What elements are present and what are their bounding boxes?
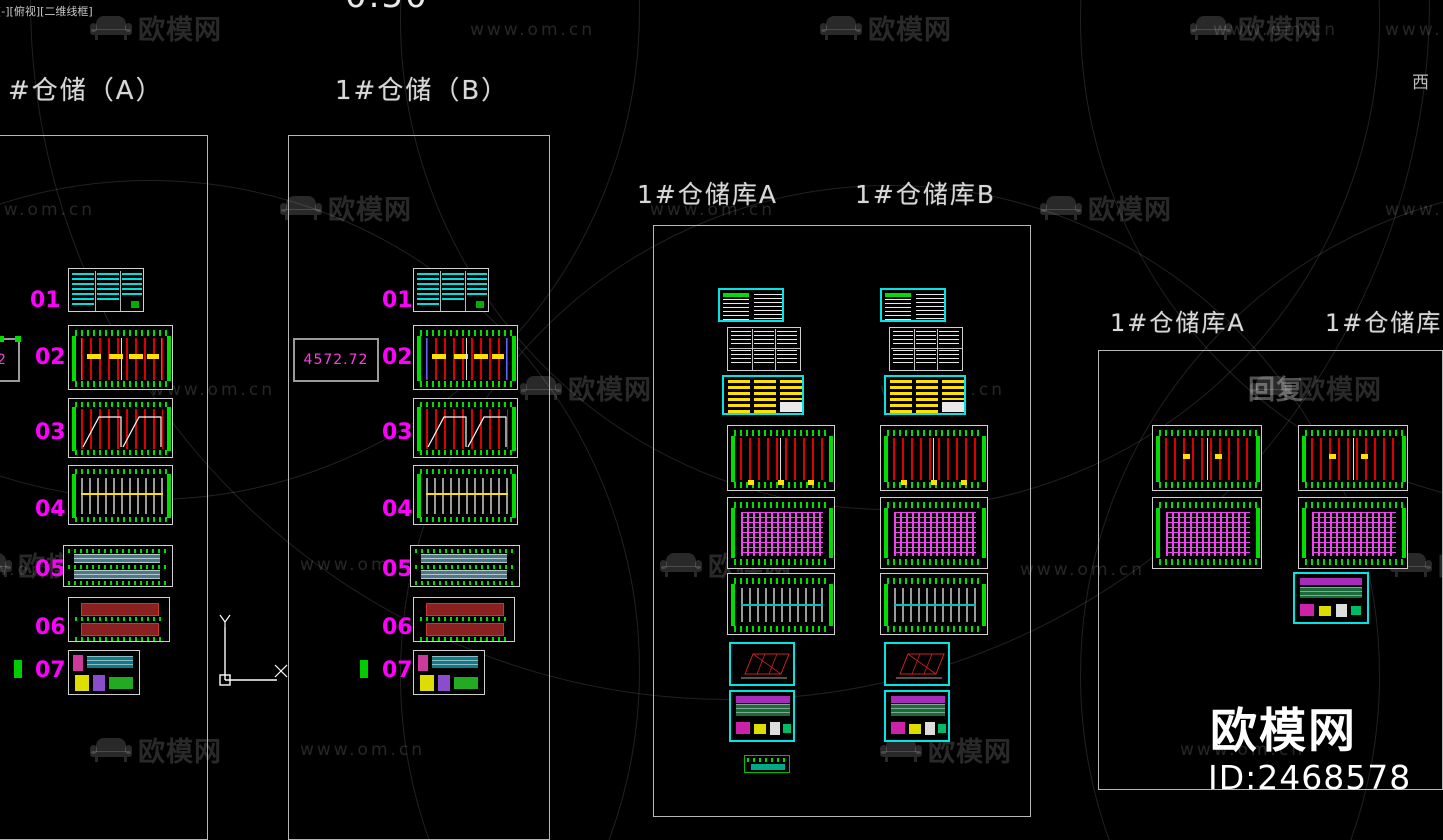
drawing-sheet[interactable]	[413, 268, 489, 312]
drawing-sheet[interactable]	[729, 690, 795, 742]
title-warehouse-b-center: 1#仓储库B	[855, 180, 997, 209]
index-number: 04	[382, 497, 413, 522]
index-number: 06	[35, 615, 66, 640]
drawing-sheet[interactable]	[1152, 425, 1262, 491]
sofa-icon	[90, 15, 132, 40]
drawing-sheet[interactable]	[880, 573, 988, 635]
drawing-sheet[interactable]	[880, 425, 988, 491]
viewport-frame-center[interactable]	[653, 225, 1031, 817]
drawing-sheet[interactable]	[68, 650, 140, 695]
index-number: 07	[382, 658, 413, 683]
section-outline-icon	[427, 416, 507, 448]
title-warehouse-b-right: 1#仓储库	[1325, 309, 1443, 337]
drawing-sheet[interactable]	[889, 327, 963, 371]
watermark-logo: 欧模网	[90, 8, 222, 47]
watermark-text: 欧模网	[1088, 195, 1172, 226]
drawing-marker	[14, 660, 22, 678]
drawing-sheet[interactable]	[68, 268, 144, 312]
index-number: 03	[35, 420, 66, 445]
title-warehouse-a-right: 1#仓储库A	[1110, 309, 1246, 337]
drawing-sheet[interactable]	[884, 375, 966, 415]
ucs-icon	[219, 614, 288, 686]
drawing-sheet[interactable]	[884, 690, 950, 742]
drawing-sheet[interactable]	[1298, 497, 1408, 569]
drawing-sheet[interactable]	[68, 325, 173, 390]
watermark-url: www.om.cn	[470, 20, 596, 40]
drawing-sheet[interactable]	[68, 597, 170, 642]
compass-west-label: 西	[1412, 73, 1429, 93]
drawing-sheet[interactable]	[413, 650, 485, 695]
drawing-sheet[interactable]	[1152, 497, 1262, 569]
coordinate-readout: 0.50	[345, 0, 429, 16]
drawing-sheet[interactable]	[413, 398, 518, 458]
drawing-sheet[interactable]	[68, 398, 173, 458]
brand-name: 欧模网	[1210, 704, 1357, 759]
title-warehouse-a-left: #仓储（A）	[8, 76, 164, 106]
roof-frame-icon	[741, 653, 790, 679]
drawing-sheet[interactable]	[727, 425, 835, 491]
index-number: 05	[382, 557, 413, 582]
drawing-sheet[interactable]	[413, 325, 518, 390]
grip-marker	[0, 336, 4, 342]
index-number: 07	[35, 658, 66, 683]
roof-frame-icon	[896, 653, 945, 679]
drawing-sheet[interactable]	[718, 288, 784, 322]
drawing-sheet[interactable]	[880, 288, 946, 322]
index-number: 01	[382, 288, 413, 313]
drawing-sheet[interactable]	[884, 642, 950, 686]
drawing-sheet[interactable]	[413, 597, 515, 642]
index-number: 03	[382, 420, 413, 445]
watermark-logo: 欧模网	[1190, 8, 1322, 47]
sofa-icon	[1040, 195, 1082, 220]
index-number: 01	[30, 288, 61, 313]
watermark-text: 欧模网	[138, 15, 222, 46]
drawing-sheet[interactable]	[729, 642, 795, 686]
viewport-label[interactable]: [-][俯视][二维线框]	[0, 5, 93, 18]
drawing-sheet[interactable]	[727, 573, 835, 635]
brand-id: ID:2468578	[1208, 758, 1412, 797]
drawing-sheet[interactable]	[880, 497, 988, 569]
watermark-url: www.om.cn	[1213, 20, 1339, 40]
title-warehouse-a-center: 1#仓储库A	[637, 180, 778, 209]
drawing-sheet[interactable]	[68, 465, 173, 525]
index-number: 02	[382, 345, 413, 370]
drawing-sheet[interactable]	[413, 465, 518, 525]
watermark-text: 欧模网	[568, 375, 652, 406]
drawing-sheet[interactable]	[727, 327, 801, 371]
index-number: 05	[35, 557, 66, 582]
dimension-value-box-clipped[interactable]: 72	[0, 338, 20, 382]
watermark-url: www.om.cn	[1385, 200, 1443, 220]
watermark-text: 欧模网	[1238, 15, 1322, 46]
sofa-icon	[1190, 15, 1232, 40]
drawing-marker	[360, 660, 368, 678]
drawing-sheet[interactable]	[63, 545, 173, 587]
dimension-value-box[interactable]: 4572.72	[293, 338, 379, 382]
watermark-logo: 欧模网	[820, 8, 952, 47]
index-number: 04	[35, 497, 66, 522]
drawing-sheet[interactable]	[410, 545, 520, 587]
watermark-text: 欧模网	[868, 15, 952, 46]
grip-marker	[15, 336, 21, 342]
drawing-sheet[interactable]	[1298, 425, 1408, 491]
drawing-sheet[interactable]	[744, 755, 790, 773]
title-warehouse-b-left: 1#仓储（B）	[335, 76, 510, 106]
sofa-icon	[820, 15, 862, 40]
section-outline-icon	[82, 416, 162, 448]
drawing-sheet[interactable]	[722, 375, 804, 415]
drawing-sheet[interactable]	[1293, 572, 1369, 624]
watermark-logo: 欧模网	[1040, 188, 1172, 227]
index-number: 06	[382, 615, 413, 640]
drawing-sheet[interactable]	[727, 497, 835, 569]
watermark-url: www.om.cn	[1385, 20, 1443, 40]
index-number: 02	[35, 345, 66, 370]
